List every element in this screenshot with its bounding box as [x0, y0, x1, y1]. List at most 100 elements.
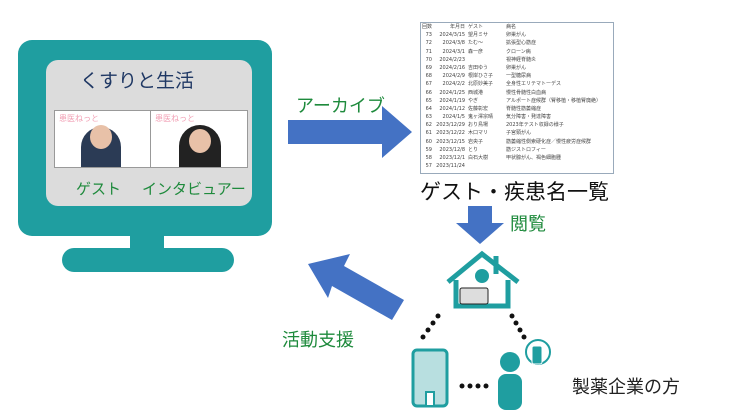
support-arrow [308, 254, 404, 320]
table-cell: 61 [425, 130, 432, 137]
program-title: くすりと生活 [80, 70, 195, 92]
archive-arrow [288, 106, 412, 158]
pharma-label: 製薬企業の方 [572, 377, 680, 398]
table-cell: 62 [425, 122, 432, 129]
table-cell: 岩央子 [468, 138, 484, 145]
table-cell: 68 [425, 73, 432, 80]
table-cell: 西城港 [468, 89, 484, 96]
table-cell: 2023/12/22 [436, 130, 465, 137]
smartphone-person-icon [498, 339, 551, 410]
table-cell: 72 [425, 40, 432, 47]
person-head-icon [475, 269, 489, 283]
table-cell: 63 [425, 114, 432, 121]
table-cell: おり鳥場 [468, 122, 489, 129]
guest-label: ゲスト [76, 180, 122, 198]
table-cell: 卵巣がん [506, 32, 527, 39]
table-cell: 子宮頸がん [506, 130, 532, 137]
table-cell: 2024/3/1 [442, 48, 465, 55]
table-cell: やぎ [468, 97, 479, 104]
dots-left [420, 313, 441, 340]
table-cell: 2024/2/23 [439, 56, 465, 63]
table-cell: 2023/12/29 [436, 122, 465, 129]
table-cell: 58 [425, 155, 432, 161]
table-cell: 64 [425, 105, 432, 112]
table-cell: 60 [425, 138, 432, 145]
table-cell [468, 162, 506, 170]
table-cell: 71 [425, 48, 432, 55]
table-cell: 2024/1/12 [439, 105, 465, 112]
table-cell: 2024/3/15 [439, 32, 465, 39]
header-cell: 回数 [421, 24, 432, 30]
monitor-stand [130, 234, 164, 252]
guest-video: 患医ねっと [54, 110, 152, 168]
table-cell: 吉田ゆう [468, 64, 489, 71]
table-cell: 慢性骨髄性白血病 [506, 89, 547, 96]
table-cell [506, 162, 613, 170]
interviewer-label: インタビュアー [142, 180, 246, 198]
header-cell: ゲスト [468, 24, 484, 30]
table-cell: 脊髄性筋萎縮症 [506, 105, 542, 112]
table-cell: 一型糖尿病 [506, 73, 532, 80]
header-cell: 病名 [506, 24, 517, 30]
building-icon [411, 348, 449, 408]
table-cell: 67 [425, 81, 432, 88]
table-cell: 2024/1/19 [439, 97, 465, 104]
view-label: 閲覧 [510, 214, 546, 235]
table-cell: 65 [425, 97, 432, 104]
video-logo: 患医ねっと [155, 114, 195, 123]
table-cell: 2023/12/8 [439, 146, 465, 153]
interviewer-face [189, 129, 211, 153]
table-cell: 筋萎縮性側索硬化症／慢性疲労症候群 [506, 138, 592, 145]
dots-right [509, 313, 527, 340]
table-cell: 鬼ヶ澤宗晴 [468, 114, 494, 121]
table-cell: 白石大樹 [468, 155, 489, 161]
table-cell: 筋ジストロフィー [506, 146, 546, 153]
archive-label: アーカイブ [296, 96, 385, 117]
table-cell: 甲状腺がん、褐色細胞腫 [506, 155, 562, 161]
table-cell: 気分障害・発達障害 [506, 114, 552, 121]
network-diagram [411, 250, 551, 410]
table-cell: 2024/2/16 [439, 64, 465, 71]
table-cell: 70 [425, 56, 432, 63]
home-icon [446, 250, 520, 309]
table-cell: クローン病 [506, 48, 531, 55]
table-cell: 森一彦 [468, 48, 484, 55]
table-cell: 佐藤彰宏 [468, 105, 489, 112]
table-cell: 69 [425, 64, 432, 71]
view-arrow [456, 206, 504, 244]
table-cell: アルポート症候群（腎移植・移植腎廃絶） [506, 97, 601, 104]
table-cell: 2024/1/25 [439, 89, 465, 96]
table-cell: 73 [425, 32, 432, 39]
header-cell: 年月日 [449, 24, 465, 30]
list-title: ゲスト・疾患名一覧 [420, 180, 609, 204]
table-cell: 2023/12/1 [439, 155, 465, 161]
table-cell: 全身性エリテマトーデス [506, 81, 562, 88]
laptop-icon [459, 287, 489, 305]
table-cell: 2024/3/8 [442, 40, 465, 47]
interviewer-video: 患医ねっと [150, 110, 248, 168]
table-cell: 2023/12/15 [436, 138, 465, 145]
table-cell: 望月ミサ [468, 32, 489, 39]
table-header: 回数 年月日ゲスト 病名 [421, 23, 613, 31]
table-cell: 59 [425, 146, 432, 153]
table-cell: 2023/11/24 [436, 163, 465, 170]
monitor-base [62, 248, 234, 272]
support-label: 活動支援 [282, 330, 354, 351]
table-cell [468, 56, 506, 64]
